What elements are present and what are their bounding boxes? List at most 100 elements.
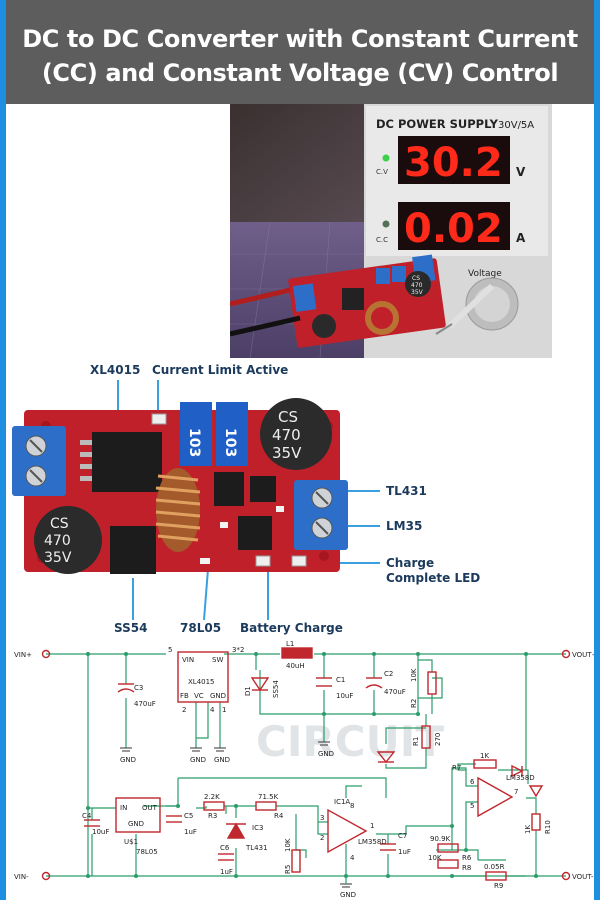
label-r5: R5 [284, 865, 292, 874]
label-c6-val: 1uF [220, 868, 233, 876]
label-vout-neg: VOUT- [572, 873, 594, 881]
current-limit-led [151, 413, 167, 425]
content-area: DC to DC Converter with Constant Current… [6, 0, 594, 900]
label-vout-pos: VOUT+ [572, 651, 594, 659]
label-c4-val: 10uF [92, 828, 109, 836]
label-gnd-5: GND [340, 891, 356, 899]
photo-cap-line3: 35V [411, 289, 424, 296]
callout-xl4015: XL4015 [90, 363, 140, 377]
in-cap-line3: 35V [44, 550, 72, 566]
current-unit: A [516, 231, 526, 245]
photo-cap-line1: CS [412, 275, 420, 282]
l7805-chip [214, 472, 244, 506]
label-vin-neg: VIN- [14, 873, 29, 881]
tl431-chip [250, 476, 276, 502]
label-vin-pos: VIN+ [14, 651, 32, 659]
callout-complete-led: Complete LED [386, 571, 480, 585]
callout-battery-charge: Battery Charge [240, 621, 343, 635]
label-fb: FB [180, 692, 189, 700]
label-u-out: OUT [142, 804, 158, 812]
label-l1: L1 [286, 640, 294, 648]
label-gnd-4: GND [318, 750, 334, 758]
pot2-marking: 103 [222, 428, 238, 457]
label-p7: 7 [514, 788, 518, 796]
supply-rating: 30V/5A [498, 120, 534, 131]
label-r4: R4 [274, 812, 284, 820]
title-line-1: DC to DC Converter with Constant Current [22, 25, 578, 53]
label-r5-val: 10K [284, 838, 292, 852]
label-r3: R3 [208, 812, 217, 820]
label-u1: U$1 [124, 838, 138, 846]
schematic-parts [41, 647, 571, 881]
label-lm358d-b: LM358D [506, 774, 535, 782]
out-cap-line3: 35V [272, 444, 302, 462]
input-capacitor [34, 506, 102, 574]
label-pin4: 4 [210, 706, 215, 714]
label-r7-val: 1K [480, 752, 489, 760]
label-sw: SW [212, 656, 223, 664]
knob-label: Voltage [468, 269, 502, 279]
out-cap-line2: 470 [272, 426, 301, 444]
cv-indicator-led [382, 154, 390, 162]
label-r8-val: 10K [428, 854, 442, 862]
label-gnd-1: GND [120, 756, 136, 764]
label-p6: 6 [470, 778, 475, 786]
supply-label: DC POWER SUPPLY [376, 117, 499, 131]
board-diagram: 103 103 CS 470 35V CS 470 35V XL4015 [12, 363, 480, 635]
label-c1: C1 [336, 676, 345, 684]
out-cap-line1: CS [278, 408, 298, 426]
ss54-diode [110, 526, 156, 574]
label-r6: R6 [462, 854, 472, 862]
callout-charge: Charge [386, 556, 434, 570]
label-c1-val: 10uF [336, 692, 353, 700]
label-pin3: 3*2 [232, 646, 244, 654]
callout-78l05: 78L05 [180, 621, 221, 635]
schematic-diagram: CIRCUIT [6, 638, 594, 900]
label-r4-val: 71.5K [258, 793, 279, 801]
label-r9-val: 0.05R [484, 863, 505, 871]
callout-current-limit: Current Limit Active [152, 363, 288, 377]
label-c3: C3 [134, 684, 143, 692]
label-p1: 1 [370, 822, 374, 830]
label-u-in: IN [120, 804, 127, 812]
label-c7-val: 1uF [398, 848, 411, 856]
label-r2-val: 10K [410, 668, 418, 682]
label-p4: 4 [350, 854, 355, 862]
power-supply-photo: DC POWER SUPPLY 30V/5A 30.2 0.02 V A C.V… [230, 104, 552, 358]
label-r3-val: 2.2K [204, 793, 220, 801]
label-ic3: IC3 [252, 824, 263, 832]
label-tl431: TL431 [245, 844, 268, 852]
label-c4: C4 [82, 812, 92, 820]
label-c3-val: 470uF [134, 700, 156, 708]
pot1-marking: 103 [186, 428, 202, 457]
label-d1: D1 [244, 686, 252, 696]
label-r9: R9 [494, 882, 503, 890]
label-c2: C2 [384, 670, 393, 678]
callout-ss54: SS54 [114, 621, 147, 635]
label-lm358d-a: LM358D [358, 838, 387, 846]
label-u1-val: 78L05 [136, 848, 158, 856]
label-c6: C6 [220, 844, 230, 852]
watermark: CIRCUIT [256, 717, 444, 766]
title-banner: DC to DC Converter with Constant Current… [6, 0, 594, 104]
callout-lm35: LM35 [386, 519, 422, 533]
label-u-gnd: GND [128, 820, 144, 828]
photo-cap-line2: 470 [411, 282, 423, 289]
label-r1: R1 [412, 737, 420, 746]
schematic-labels: VIN+ VIN- VOUT+ VOUT- L1 40uH XL4015 VIN… [14, 640, 594, 899]
label-r2: R2 [410, 699, 418, 708]
label-p8: 8 [350, 802, 354, 810]
in-cap-line1: CS [50, 516, 69, 532]
label-l1-val: 40uH [286, 662, 305, 670]
label-r10-val: 1K [524, 825, 532, 834]
label-vc: VC [194, 692, 204, 700]
xl4015-chip [92, 432, 162, 492]
label-c5-val: 1uF [184, 828, 197, 836]
cc-indicator-led [382, 220, 390, 228]
cv-label: C.V [376, 168, 388, 176]
label-r10: R10 [544, 820, 552, 834]
charge-complete-led [291, 555, 307, 567]
label-d1-val: SS54 [272, 680, 280, 698]
battery-charge-led [255, 555, 271, 567]
